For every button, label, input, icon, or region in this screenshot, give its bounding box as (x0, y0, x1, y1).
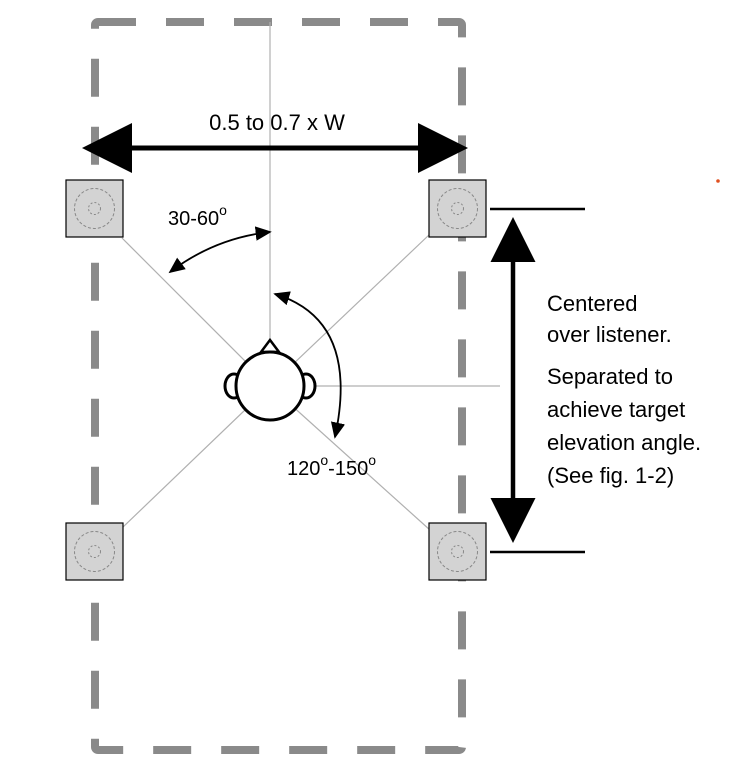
speaker-front-left (65, 179, 124, 238)
listener-head-icon (223, 337, 317, 422)
stray-dot (716, 179, 720, 183)
rear-angle-label: 120o-150o (287, 452, 376, 480)
guide-lines (121, 22, 500, 531)
separation-note: Centered over listener. Separated to ach… (547, 291, 707, 488)
rear-angle-arc (273, 291, 346, 439)
speaker-rear-right (428, 522, 487, 581)
width-spacing-label: 0.5 to 0.7 x W (209, 110, 345, 135)
speaker-front-right (428, 179, 487, 238)
front-angle-arc (168, 226, 272, 274)
speaker-rear-left (65, 522, 124, 581)
front-angle-label: 30-60o (168, 202, 227, 230)
